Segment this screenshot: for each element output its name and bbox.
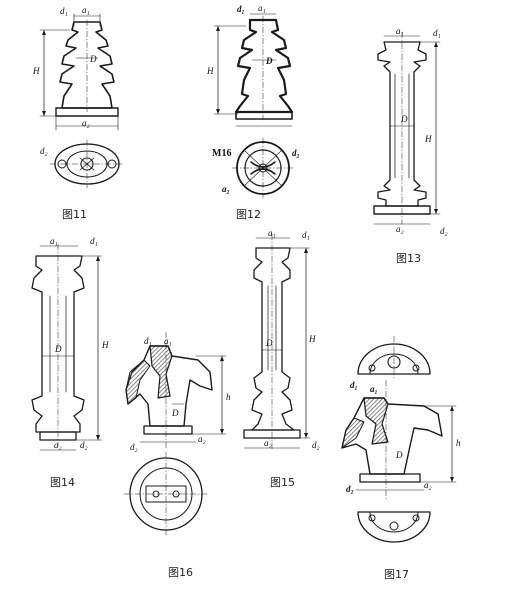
fig14-H-label: H — [102, 340, 109, 350]
fig16-d1-label: d₁ — [144, 336, 152, 346]
fig14-caption: 图14 — [50, 476, 75, 489]
fig14-D-label: D — [55, 344, 62, 354]
fig12-D-label: D — [266, 56, 273, 66]
fig13-d1-label: d₁ — [433, 28, 441, 38]
fig12-d1-label: d₁ — [237, 4, 245, 14]
fig14-insulator — [31, 243, 103, 451]
fig15-a2-label: a₂ — [264, 438, 272, 448]
fig17-insulator — [341, 335, 457, 543]
fig12-insulator — [213, 13, 295, 199]
fig11-insulator — [39, 13, 125, 189]
fig17-D-label: D — [396, 450, 403, 460]
fig11-d2-label: d₂ — [40, 146, 48, 156]
fig16-insulator — [123, 331, 227, 537]
fig11-a1-label: a₁ — [82, 5, 90, 15]
fig12-d2-label: d₂ — [292, 148, 300, 158]
fig13-a2-label: a₂ — [396, 224, 404, 234]
fig16-D-label: D — [172, 408, 179, 418]
fig14-a2-label: a₂ — [54, 440, 62, 450]
fig12-a2-label: a₂ — [222, 184, 230, 194]
fig17-caption: 图17 — [384, 568, 409, 581]
fig15-a1-label: a₁ — [268, 228, 276, 238]
fig17-h-label: h — [456, 438, 461, 448]
fig15-H-label: H — [309, 334, 316, 344]
fig15-insulator — [243, 233, 311, 451]
fig13-H-label: H — [425, 134, 432, 144]
fig12-thread-label: M16 — [212, 148, 232, 159]
fig16-caption: 图16 — [168, 566, 193, 579]
fig13-a1-label: a₁ — [396, 26, 404, 36]
fig17-d1-label: d₁ — [350, 380, 358, 390]
fig16-h-label: h — [226, 392, 231, 402]
fig17-d2-label: d₂ — [346, 484, 354, 494]
fig11-H-label: H — [33, 66, 40, 76]
fig15-d2-label: d₂ — [312, 440, 320, 450]
fig11-a2-label: a₂ — [82, 118, 90, 128]
fig13-caption: 图13 — [396, 252, 421, 265]
fig17-a1-label: a₁ — [370, 384, 378, 394]
fig11-d1-label: d₁ — [60, 6, 68, 16]
fig12-caption: 图12 — [236, 208, 261, 221]
fig12-a1-label: a₁ — [258, 3, 266, 13]
fig14-d1-label: d₁ — [90, 236, 98, 246]
fig13-insulator — [373, 31, 441, 225]
fig16-a2-label: a₂ — [198, 434, 206, 444]
fig14-a1-label: a₁ — [50, 236, 58, 246]
fig13-d2-label: d₂ — [440, 226, 448, 236]
fig14-d2-label: d₂ — [80, 440, 88, 450]
fig17-a2-label: a₂ — [424, 480, 432, 490]
fig16-d2-label: d₂ — [130, 442, 138, 452]
fig11-D-label: D — [90, 54, 97, 64]
fig11-caption: 图11 — [62, 208, 87, 221]
fig15-d1-label: d₁ — [302, 230, 310, 240]
fig16-a1-label: a₁ — [164, 336, 172, 346]
fig15-caption: 图15 — [270, 476, 295, 489]
fig15-D-label: D — [266, 338, 273, 348]
fig13-D-label: D — [401, 114, 408, 124]
fig12-H-label: H — [207, 66, 214, 76]
